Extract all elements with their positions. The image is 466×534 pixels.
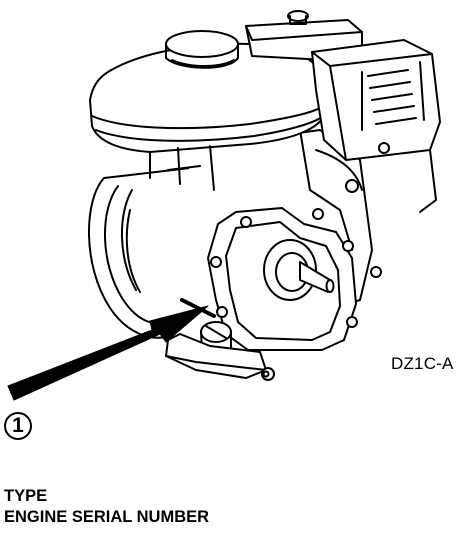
muffler	[311, 39, 441, 213]
callout-arrow	[7, 305, 209, 401]
callout-number-badge: 1	[4, 412, 32, 440]
crankshaft	[263, 239, 335, 301]
recoil-starter-housing	[87, 167, 191, 339]
figure-code: DZ1C-A	[391, 354, 454, 373]
callout-label-type: TYPE	[4, 487, 48, 505]
callout-label-serial-number: ENGINE SERIAL NUMBER	[4, 508, 210, 526]
serial-number-location	[180, 298, 216, 318]
fuel-cap	[165, 30, 239, 69]
mounting-base	[165, 333, 275, 381]
